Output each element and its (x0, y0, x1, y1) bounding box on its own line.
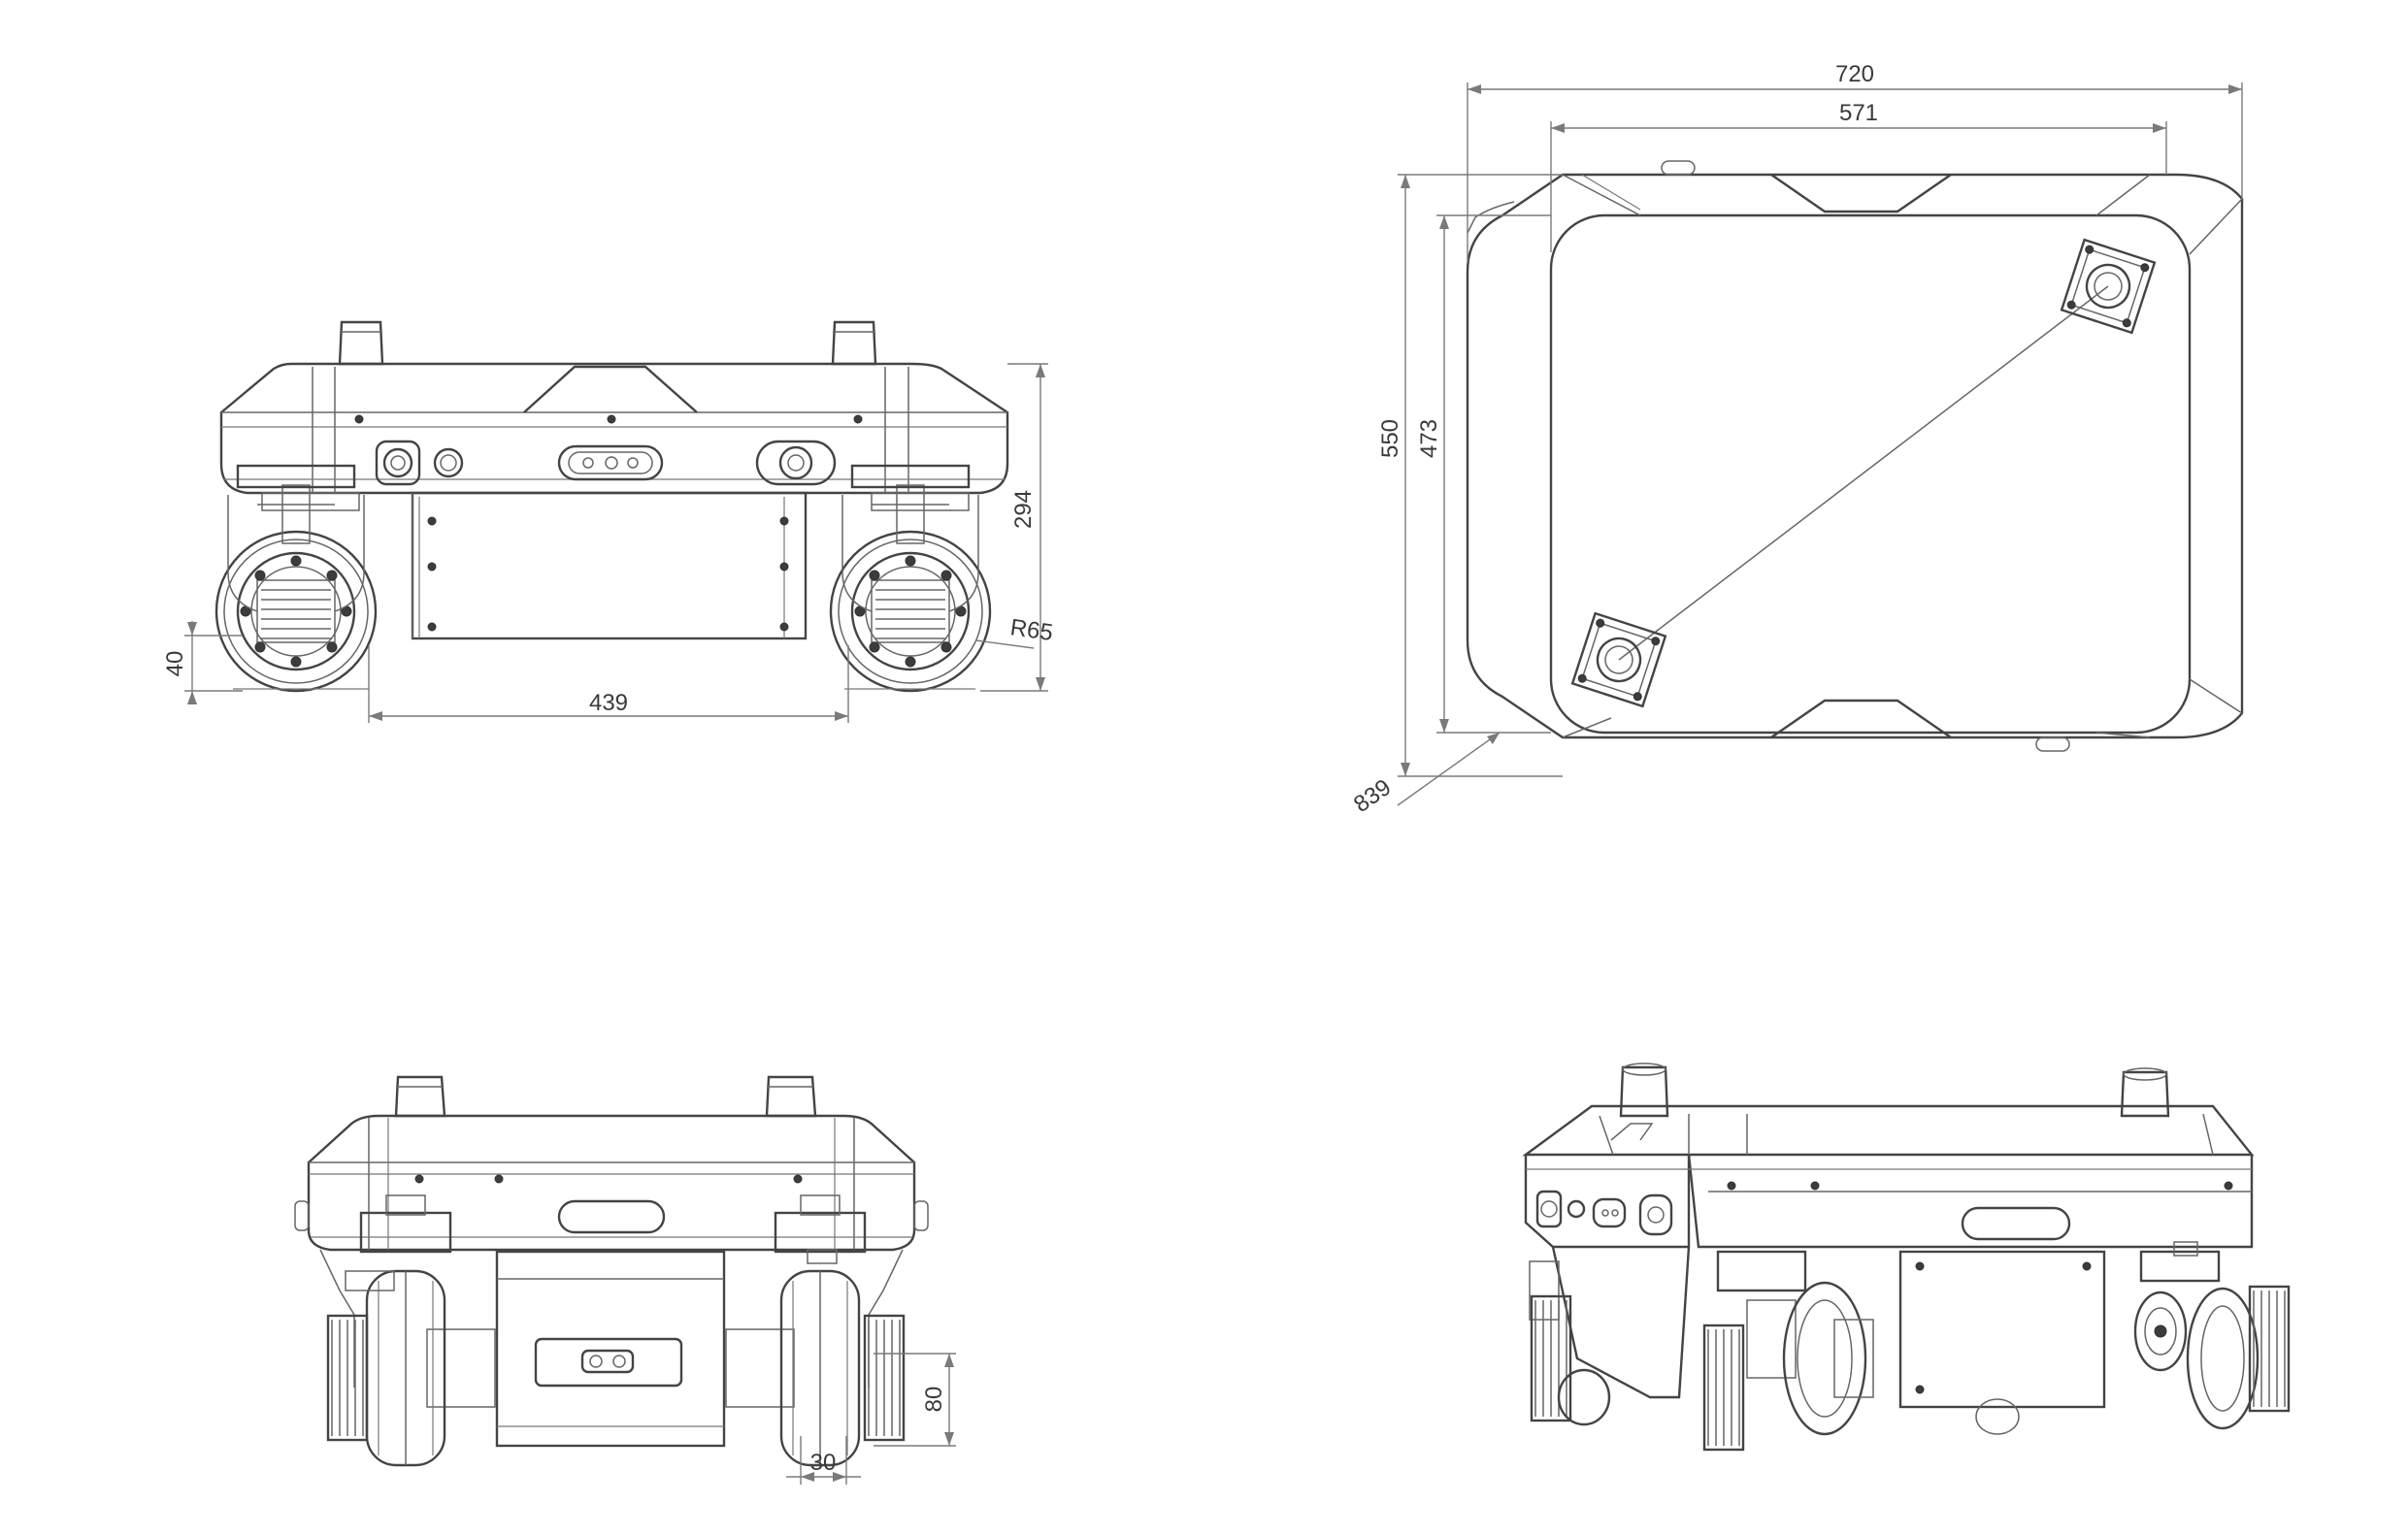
dim-wheel-width: 30 (810, 1450, 837, 1476)
top-view: 720 571 550 473 839 (1349, 61, 2244, 818)
dim-inner-width: 473 (1416, 419, 1442, 458)
dim-diagonal: 839 (1349, 774, 1396, 818)
isometric-view (1522, 1062, 2291, 1452)
dim-wheel-offset: 80 (921, 1387, 947, 1413)
dim-ground-clearance: 40 (162, 651, 188, 677)
dim-inner-length: 571 (1839, 100, 1878, 126)
dim-wheel-radius: R65 (1008, 614, 1054, 646)
dim-wheelbase: 439 (589, 690, 628, 716)
dim-overall-width: 550 (1377, 419, 1403, 458)
dim-overall-length: 720 (1835, 61, 1874, 87)
side-view: 439 294 40 R65 (162, 320, 1055, 723)
dim-height: 294 (1010, 490, 1037, 529)
front-view: 80 30 (294, 1075, 956, 1485)
